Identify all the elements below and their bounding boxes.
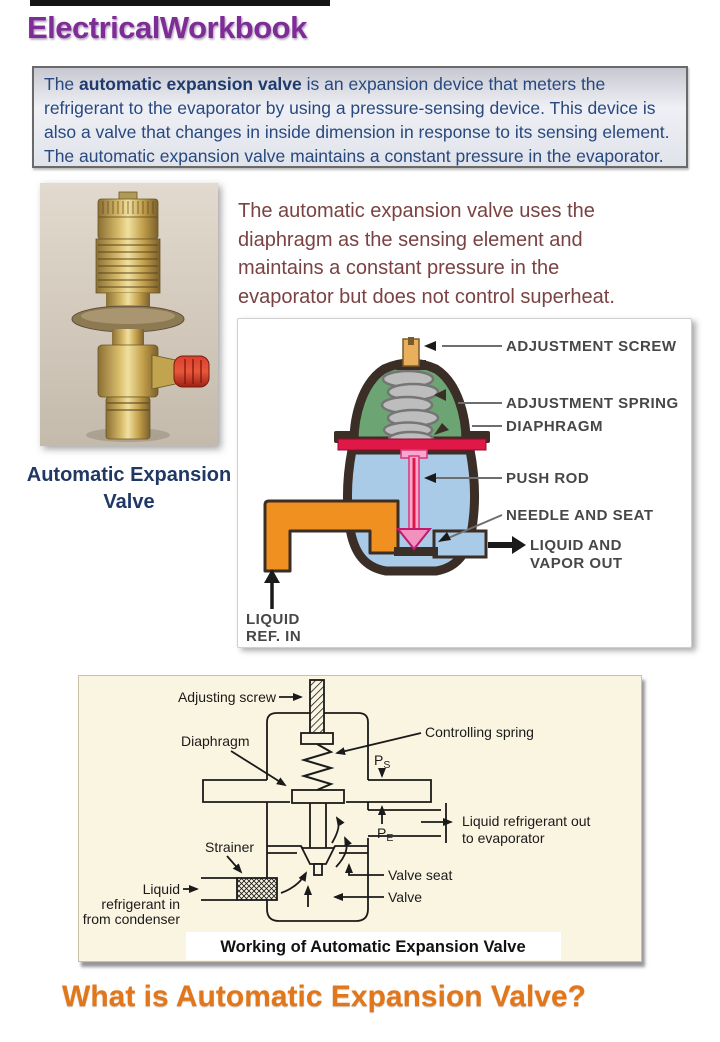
valve-head [300,847,336,865]
label-liquid-in-3: from condenser [83,911,181,927]
ps-subscript: S [383,759,390,771]
liquid-ref-in-arrowhead [264,569,280,583]
needle-part [395,528,433,551]
label-adjustment-spring: ADJUSTMENT SPRING [506,395,679,412]
photo-caption-line1: Automatic Expansion [26,464,232,486]
leader-lines [436,345,503,540]
screw-slot [408,337,414,345]
working-diagram-panel: Adjusting screw Diaphragm Controlling sp… [78,675,642,962]
label-liquid-out-1: Liquid refrigerant out [462,813,591,829]
page-title: What is Automatic Expansion Valve? [62,980,587,1013]
label-ps: PS [374,752,390,771]
label-adjusting-screw: Adjusting screw [178,689,277,705]
flow-arrows [280,816,352,907]
strainer-hatch [237,878,277,900]
intro-line-1a: The [44,74,80,94]
label-working-diaphragm: Diaphragm [181,733,249,749]
cutaway-diagram: ADJUSTMENT SCREW ADJUSTMENT SPRING DIAPH… [246,337,679,645]
brand-logo: ElectricalWorkbook [27,10,307,45]
pe-letter: P [377,825,386,841]
photo-valve-body [71,191,210,440]
intro-line-2: refrigerant to the evaporator by using a… [44,98,656,118]
valve-tail [313,863,323,876]
intro-line-1: The automatic expansion valve is an expa… [44,72,676,96]
photo-caption-line2: Valve [103,491,155,513]
working-caption-strip [186,932,561,960]
intro-line-1c: is an expansion device that meters the [301,74,606,94]
pe-subscript: E [386,832,393,844]
working-leaders [183,693,453,901]
label-liquid-ref-1: LIQUID [246,611,300,628]
description-line-1: The automatic expansion valve uses the [238,200,595,222]
valve-photo-art [40,183,218,446]
label-strainer: Strainer [205,839,254,855]
label-needle-and-seat: NEEDLE AND SEAT [506,507,654,524]
valve-photo [40,183,218,446]
description-line-2: diaphragm as the sensing element and [238,228,583,251]
ps-letter: P [374,752,383,768]
intro-text-box: The automatic expansion valve is an expa… [32,66,688,168]
diaphragm-pointer-arrow [434,423,449,435]
label-vapor-out: VAPOR OUT [530,555,623,572]
label-diaphragm: DIAPHRAGM [506,418,603,435]
valve-stem [309,803,327,848]
label-liquid-in-2: refrigerant in [101,896,180,912]
label-liquid-ref-2: REF. IN [246,628,301,645]
diaphragm-part [337,438,487,451]
label-liquid-out-2: to evaporator [462,830,545,846]
label-liquid-and: LIQUID AND [530,537,622,554]
description-line-4: evaporator but does not control superhea… [238,285,615,308]
valve-seat-part [394,547,438,556]
vapor-out-arrowhead [512,536,526,554]
intro-line-4: The automatic expansion valve maintains … [44,146,664,166]
label-pe: PE [377,825,393,844]
screw-arrowhead [424,341,436,351]
description-text: The automatic expansion valve uses the d… [238,197,708,311]
label-valve-seat: Valve seat [388,867,452,883]
controlling-spring-part [300,743,335,791]
photo-caption: Automatic Expansion Valve [14,462,244,516]
vapor-out-arrow-shaft [488,542,512,548]
inlet-pipe [263,499,400,573]
label-controlling-spring: Controlling spring [425,724,534,740]
label-liquid-in-1: Liquid [143,881,180,897]
cutaway-diagram-panel: ADJUSTMENT SCREW ADJUSTMENT SPRING DIAPH… [237,318,692,648]
pushrod-arrowhead [424,473,436,483]
diaphragm-plate [291,789,345,804]
spring-retainer [300,732,334,745]
needle-arrowhead [438,532,451,542]
adjustment-spring-coil [380,363,440,448]
spring-pointer-arrow [434,389,446,401]
working-caption: Working of Automatic Expansion Valve [220,938,525,956]
intro-line-3: also a valve that changes in inside dime… [44,122,670,142]
label-valve: Valve [388,889,422,905]
intro-keyword: automatic expansion valve [79,74,302,94]
description-line-3: maintains a constant pressure in the [238,257,560,279]
top-accent-bar [30,0,330,6]
label-push-rod: PUSH ROD [506,470,589,487]
working-diagram: Adjusting screw Diaphragm Controlling sp… [83,679,591,960]
label-adjustment-screw: ADJUSTMENT SCREW [506,338,677,355]
outlet-pipe [432,529,488,559]
